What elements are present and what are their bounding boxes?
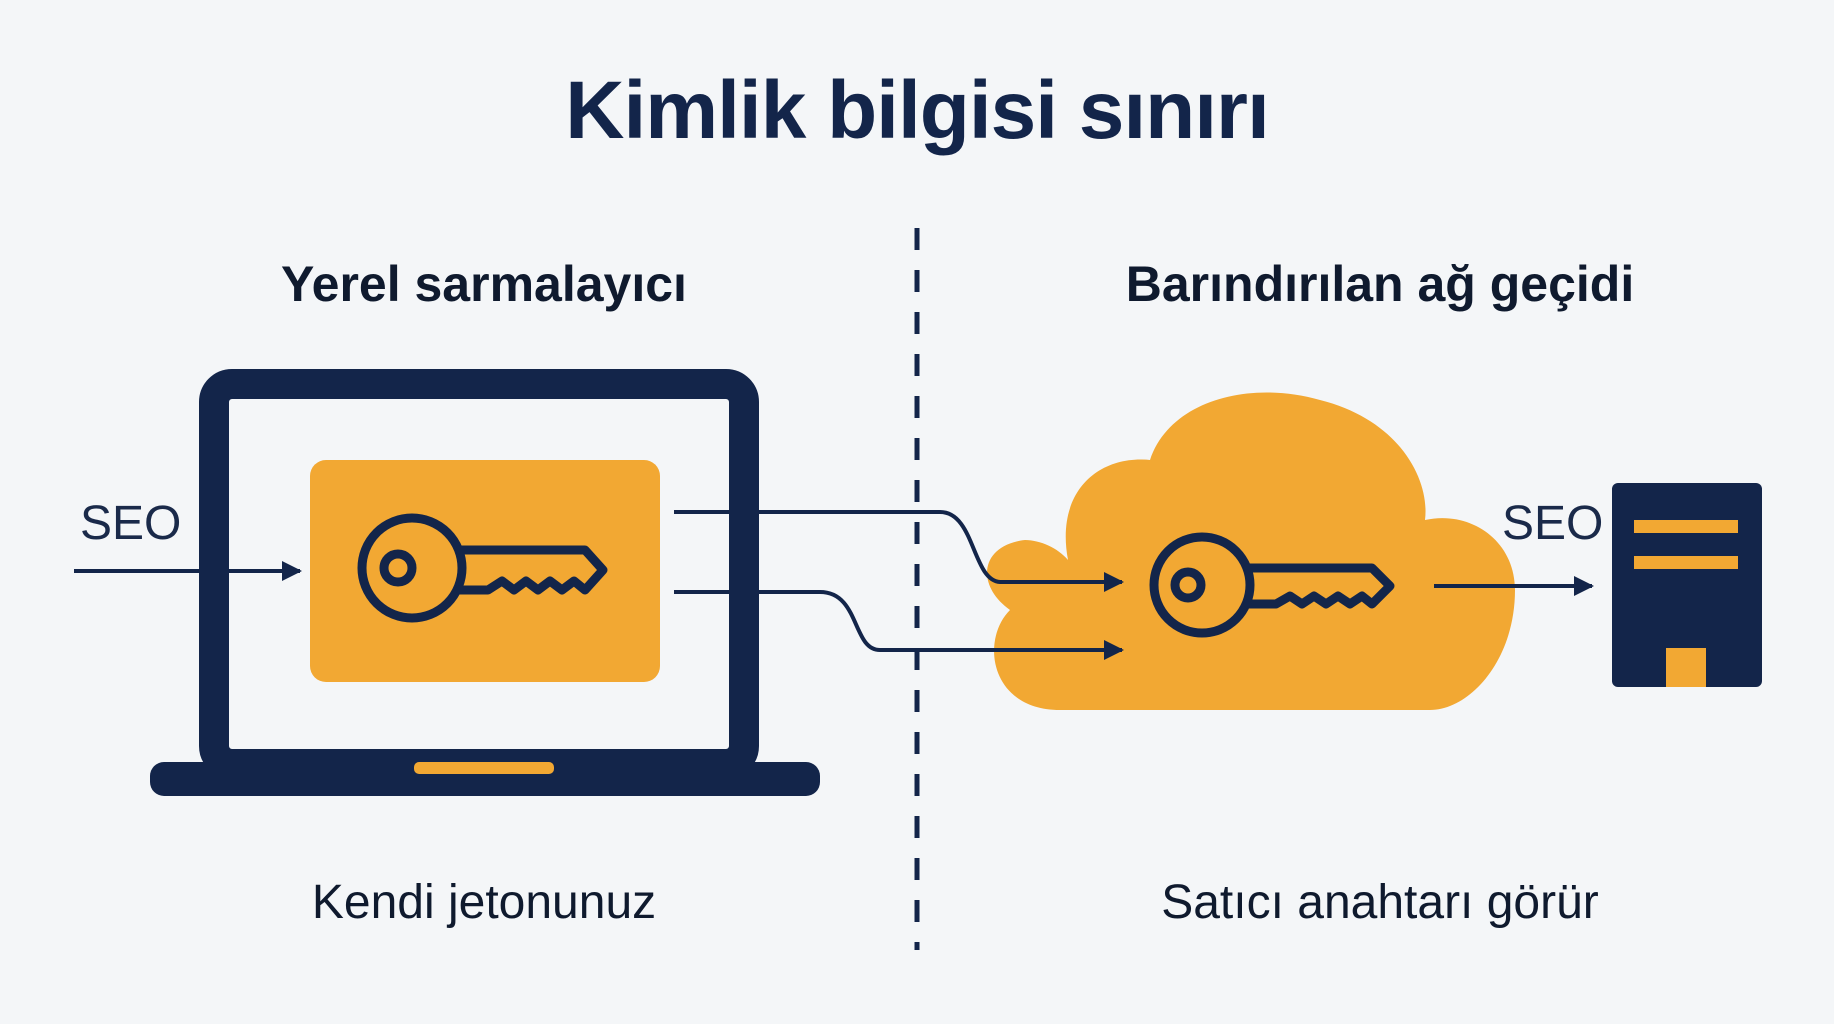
output-label: SEO [1502, 497, 1604, 550]
hosted-gateway-heading: Barındırılan ağ geçidi [1125, 256, 1635, 312]
local-wrapper-caption: Kendi jetonunuz [311, 876, 657, 929]
input-label: SEO [80, 497, 182, 550]
connector-upper [674, 510, 1124, 592]
key-icon [357, 513, 608, 623]
local-wrapper-heading: Yerel sarmalayıcı [281, 256, 687, 312]
key-icon [1149, 532, 1395, 638]
page-title: Kimlik bilgisi sınırı [565, 65, 1270, 156]
cloud-icon [987, 392, 1515, 710]
laptop-icon [150, 369, 820, 796]
server-icon [1612, 483, 1762, 687]
hosted-gateway-caption: Satıcı anahtarı görür [1161, 876, 1599, 929]
connector-lower [674, 590, 1124, 660]
